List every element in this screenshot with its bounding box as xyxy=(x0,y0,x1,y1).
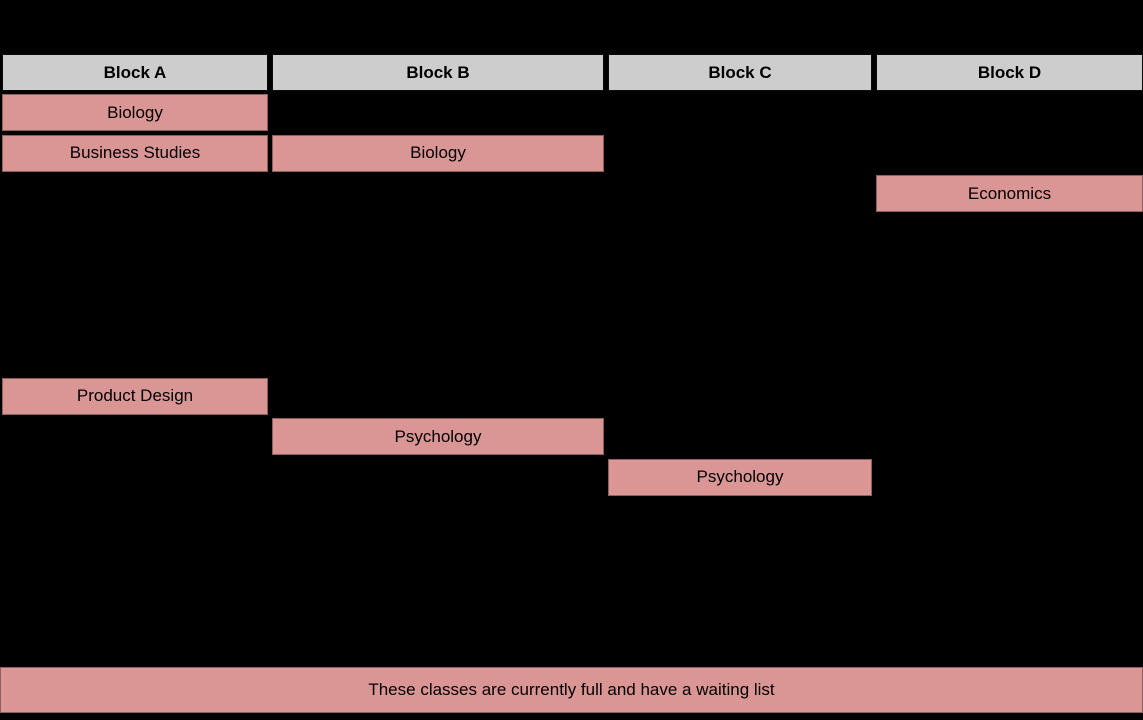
column-header-block-a: Block A xyxy=(2,54,268,91)
class-cell: Business Studies xyxy=(2,134,268,172)
class-cell: Biology xyxy=(2,94,268,131)
class-cell: Product Design xyxy=(2,377,268,415)
class-cell: Economics xyxy=(876,175,1143,212)
column-header-block-c: Block C xyxy=(608,54,872,91)
class-cell: Psychology xyxy=(608,458,872,496)
waiting-list-note: These classes are currently full and hav… xyxy=(0,667,1143,713)
class-cell: Biology xyxy=(272,134,604,172)
class-cell: Psychology xyxy=(272,418,604,455)
column-header-block-d: Block D xyxy=(876,54,1143,91)
column-header-block-b: Block B xyxy=(272,54,604,91)
